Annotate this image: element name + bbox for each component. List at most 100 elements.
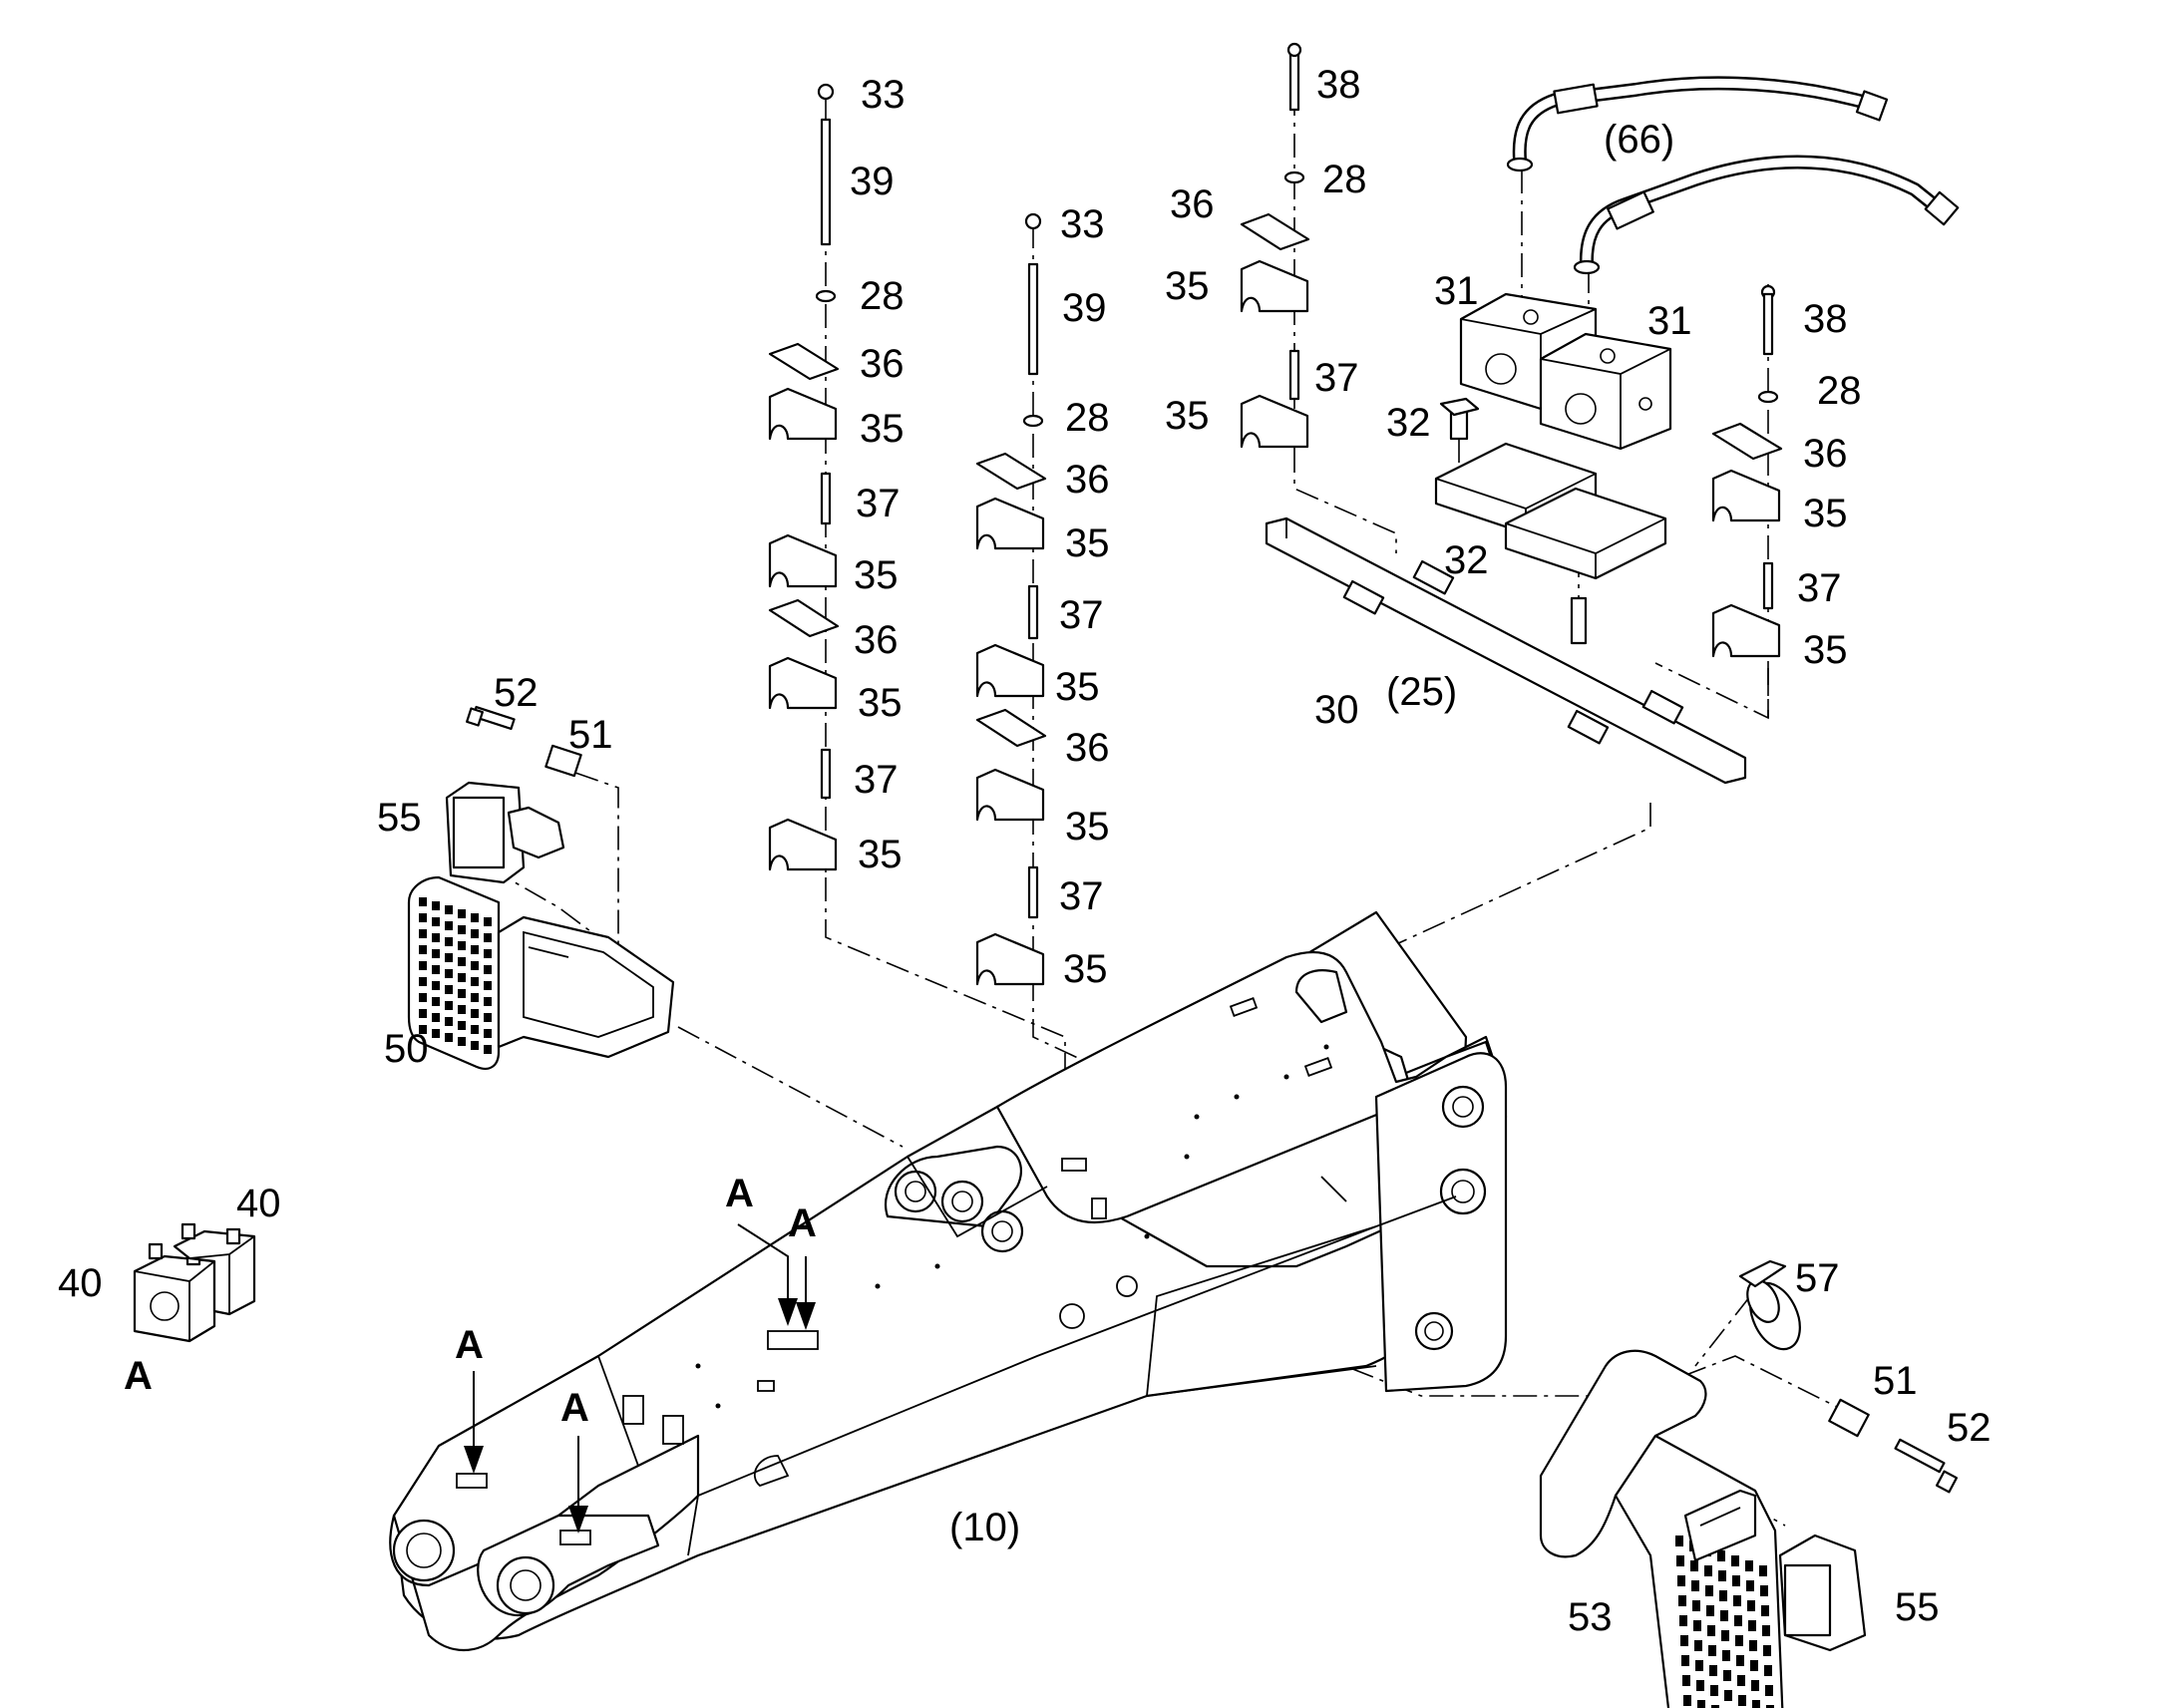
grating-cell <box>1759 1565 1767 1576</box>
grating-cell <box>1708 1645 1716 1656</box>
grating-cell <box>1720 1610 1728 1621</box>
grating-cell <box>484 949 492 958</box>
grating-cell <box>445 969 453 978</box>
grating-cell <box>1706 1605 1714 1616</box>
grating-cell <box>471 1009 479 1018</box>
grating-cell <box>471 977 479 986</box>
callout-38: 38 <box>1316 63 1361 107</box>
callout-51: 51 <box>568 713 613 757</box>
grating-cell <box>1694 1640 1702 1651</box>
grating-cell <box>1678 1595 1686 1606</box>
clamp-column-4 <box>1711 284 1783 658</box>
grating-cell <box>445 985 453 994</box>
grating-cell <box>1709 1665 1717 1676</box>
callout-37: 37 <box>854 758 899 802</box>
grating-cell <box>1677 1575 1685 1586</box>
grating-cell <box>1724 1690 1732 1701</box>
grating-cell <box>432 917 440 926</box>
view-marker-a: A <box>124 1354 153 1398</box>
clamp-pair <box>133 1222 256 1343</box>
view-marker-a: A <box>455 1323 484 1367</box>
callout-40: 40 <box>58 1261 103 1305</box>
clamp-column-2 <box>975 212 1047 986</box>
grating-cell <box>458 1005 466 1014</box>
grating-cell <box>1750 1660 1758 1671</box>
grating-cell <box>1693 1620 1701 1631</box>
grating-cell <box>419 961 427 970</box>
grating-cell <box>1765 1685 1773 1696</box>
grating-cell <box>1733 1595 1741 1606</box>
grating-cell <box>1679 1615 1687 1626</box>
grating-cell <box>432 949 440 958</box>
grating-cell <box>1745 1560 1753 1571</box>
callout-28: 28 <box>1817 369 1862 413</box>
grating-cell <box>458 957 466 966</box>
callout-28: 28 <box>860 274 905 318</box>
callout-55: 55 <box>377 796 422 840</box>
view-arrows <box>464 1223 816 1534</box>
callout-39: 39 <box>1062 286 1107 330</box>
callout-32: 32 <box>1386 401 1431 445</box>
callout-25: (25) <box>1386 670 1457 714</box>
grating-cell <box>471 1041 479 1050</box>
callout-40: 40 <box>236 1182 281 1225</box>
grating-cell <box>432 981 440 990</box>
grating-cell <box>432 965 440 974</box>
grating-cell <box>1752 1700 1760 1708</box>
grating-cell <box>419 929 427 938</box>
grating-cell <box>419 897 427 906</box>
callout-35: 35 <box>860 407 905 451</box>
callout-37: 37 <box>1797 566 1842 610</box>
grating-cell <box>1718 1570 1726 1581</box>
grating-cell <box>445 1001 453 1010</box>
grating-cell <box>419 1009 427 1018</box>
grating-cell <box>1749 1640 1757 1651</box>
callout-28: 28 <box>1322 158 1367 201</box>
grating-cell <box>471 913 479 922</box>
grating-cell <box>1695 1660 1703 1671</box>
callout-37: 37 <box>1314 356 1359 400</box>
callout-35: 35 <box>1803 628 1848 672</box>
grating-cell <box>1711 1705 1719 1708</box>
grating-cell <box>432 1013 440 1022</box>
callout-35: 35 <box>1065 521 1110 565</box>
callout-37: 37 <box>1059 593 1104 637</box>
callout-labels: 33 39 28 36 35 37 35 36 35 37 35 33 39 2… <box>58 63 1992 1639</box>
step-grid-left <box>419 897 492 1054</box>
callout-36: 36 <box>1803 432 1848 476</box>
grating-cell <box>1737 1675 1745 1686</box>
grating-cell <box>1721 1630 1729 1641</box>
grating-cell <box>1764 1665 1772 1676</box>
grating-cell <box>1676 1555 1684 1566</box>
callout-57: 57 <box>1795 1256 1840 1300</box>
grating-cell <box>458 941 466 950</box>
grating-cell <box>484 965 492 974</box>
grating-cell <box>484 933 492 942</box>
grating-cell <box>1736 1655 1744 1666</box>
grating-cell <box>458 909 466 918</box>
callout-30: 30 <box>1314 688 1359 732</box>
grating-cell <box>445 921 453 930</box>
grating-cell <box>1680 1635 1688 1646</box>
callout-35: 35 <box>1063 947 1108 991</box>
callout-31: 31 <box>1434 269 1479 313</box>
callout-36: 36 <box>1065 726 1110 770</box>
callout-36: 36 <box>1065 458 1110 502</box>
grating-cell <box>1746 1580 1754 1591</box>
grating-cell <box>432 1029 440 1038</box>
callout-37: 37 <box>1059 874 1104 918</box>
callout-39: 39 <box>850 160 895 203</box>
grating-cell <box>1762 1625 1770 1636</box>
grating-cell <box>419 913 427 922</box>
callout-32: 32 <box>1444 538 1489 582</box>
left-step-assembly <box>407 705 675 1070</box>
callout-52: 52 <box>494 671 539 715</box>
grating-cell <box>432 901 440 910</box>
grating-cell <box>1697 1700 1705 1708</box>
grating-cell <box>471 993 479 1002</box>
view-marker-a: A <box>560 1386 589 1430</box>
valve-blocks <box>1459 292 1672 451</box>
callout-10: (10) <box>949 1506 1020 1549</box>
mounting-plates <box>1265 397 1747 785</box>
